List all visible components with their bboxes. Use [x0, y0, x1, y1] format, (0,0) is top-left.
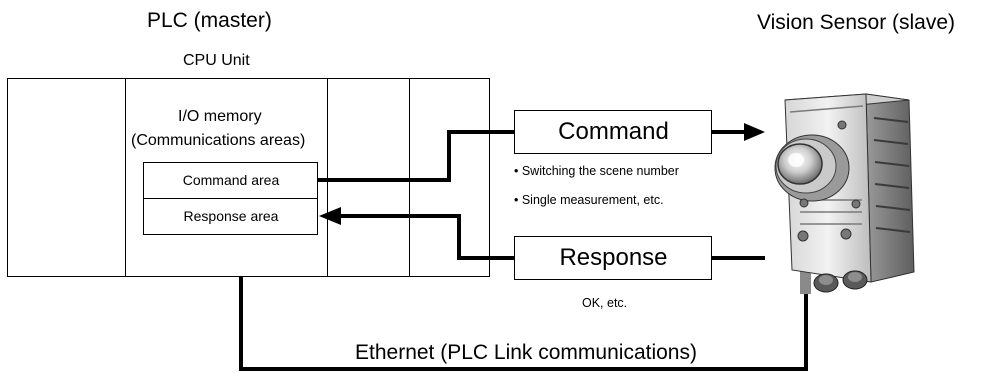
- command-arrowhead: [744, 123, 765, 141]
- ethernet-label: Ethernet (PLC Link communications): [355, 341, 697, 364]
- command-box: [514, 110, 712, 154]
- command-example-measurement: • Single measurement, etc.: [514, 193, 664, 207]
- command-path-line: [318, 130, 514, 182]
- response-label: Response: [559, 244, 668, 271]
- memory-area-boxes: [143, 162, 318, 235]
- response-area-label: Response area: [183, 208, 279, 224]
- vision-sensor-illustration: [774, 93, 915, 294]
- io-memory-label: I/O memory: [178, 108, 262, 125]
- ethernet-line: [239, 277, 808, 371]
- vision-sensor-title: Vision Sensor (slave): [757, 11, 956, 34]
- communications-areas-label: (Communications areas): [131, 132, 306, 149]
- command-area-box: [143, 162, 318, 199]
- command-area-label: Command area: [182, 172, 280, 188]
- plc-title: PLC (master): [147, 9, 272, 32]
- response-box: [514, 236, 712, 280]
- plc-rack: [7, 78, 490, 277]
- response-arrowhead: [319, 207, 341, 225]
- cpu-unit-label: CPU Unit: [183, 52, 250, 69]
- response-path-line: [340, 214, 514, 260]
- command-example-scene: • Switching the scene number: [514, 164, 679, 178]
- response-area-box: [143, 198, 318, 235]
- command-label: Command: [558, 118, 669, 145]
- response-example: OK, etc.: [582, 296, 628, 310]
